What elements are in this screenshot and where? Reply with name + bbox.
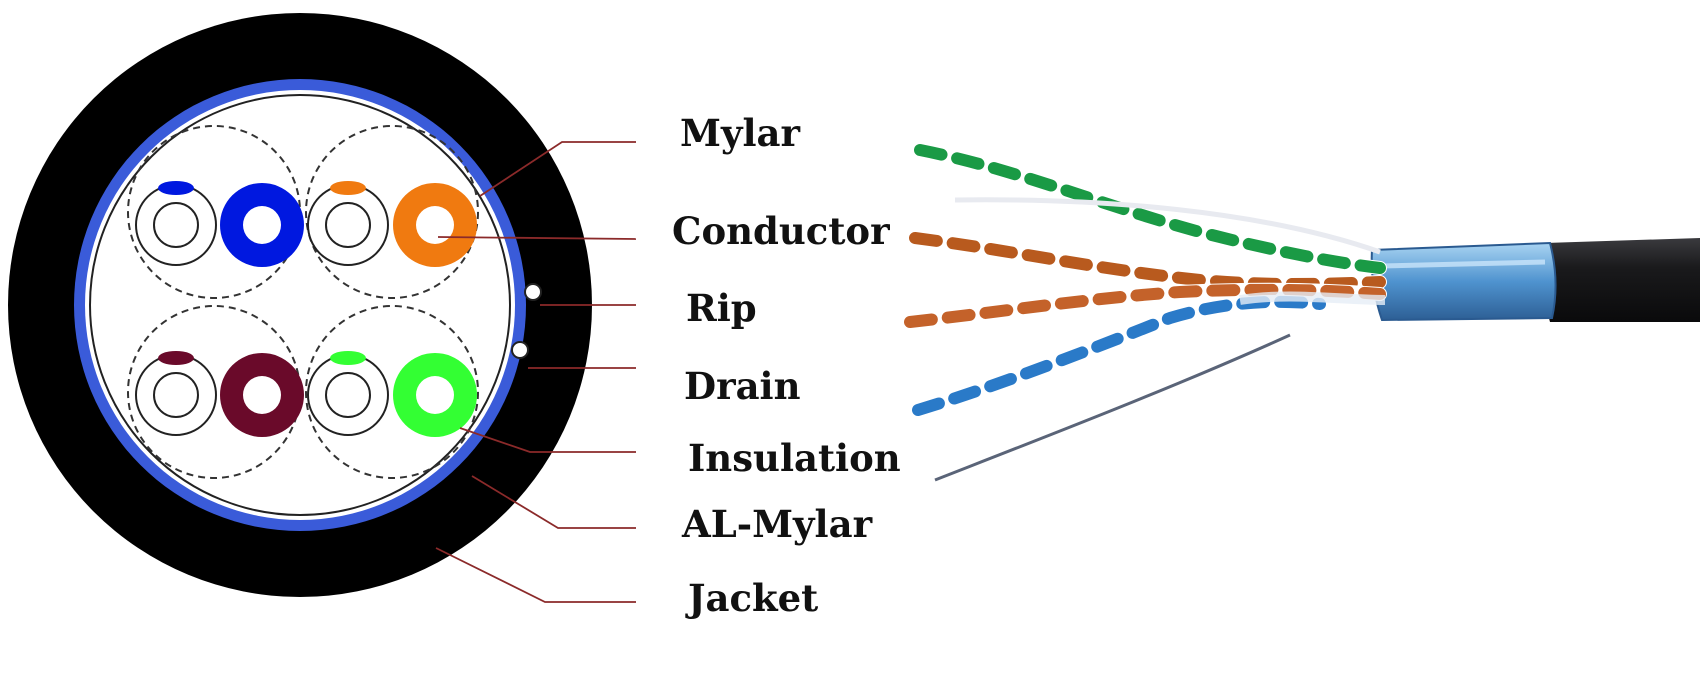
label-al-mylar: AL-Mylar [682, 502, 873, 546]
label-rip: Rip [686, 286, 757, 330]
green-pair [307, 351, 477, 437]
stripe-blue [158, 181, 194, 195]
pair-outline-green [305, 305, 479, 479]
label-drain: Drain [684, 364, 801, 408]
mylar-fill [85, 90, 515, 520]
leader-mylar [479, 141, 636, 197]
label-insulation: Insulation [688, 436, 901, 480]
stripe-brown [158, 351, 194, 365]
drain-wire-strand [934, 333, 1291, 482]
leader-jacket [435, 547, 636, 603]
rip-cord-strand [954, 197, 1381, 255]
stripe-orange [330, 181, 366, 195]
label-mylar: Mylar [680, 111, 800, 155]
stripped-cable-photo [903, 143, 1700, 482]
label-conductor: Conductor [672, 209, 890, 253]
stripe-green [330, 351, 366, 365]
orange-pair [307, 181, 477, 267]
mylar-film [1239, 291, 1386, 305]
leader-lines [435, 141, 637, 603]
leader-al-mylar [471, 475, 636, 529]
cable-jacket [1542, 238, 1700, 322]
blue-pair [135, 181, 304, 267]
pair-outline-orange [305, 125, 479, 299]
leader-conductor [437, 236, 637, 240]
rip-cord [524, 283, 542, 301]
drain-wire [511, 341, 529, 359]
mylar-ring [89, 94, 511, 516]
brown-pair [135, 351, 304, 437]
leader-insulation [459, 427, 636, 453]
foil-shield [1370, 241, 1557, 322]
label-jacket: Jacket [688, 576, 819, 620]
cross-section [8, 13, 592, 597]
